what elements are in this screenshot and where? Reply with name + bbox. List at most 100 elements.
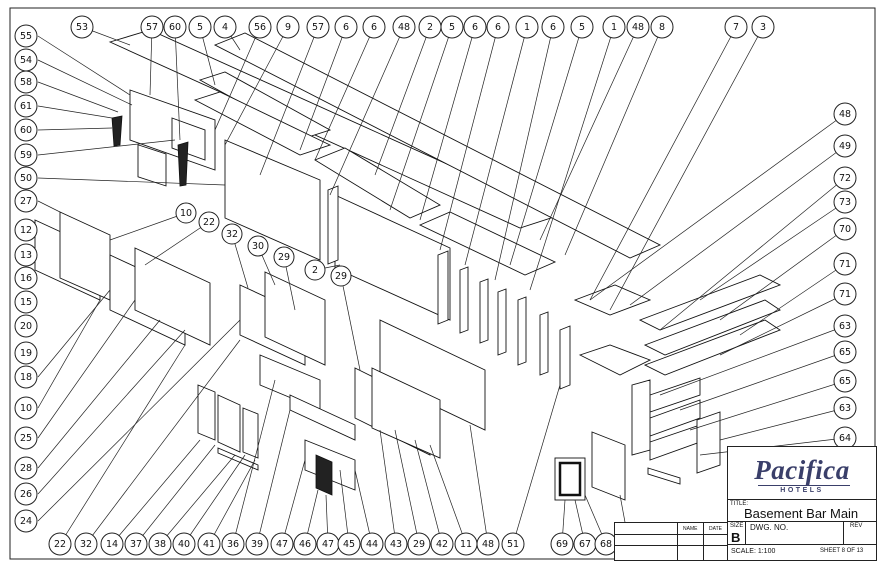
item-balloon-label: 63 xyxy=(839,321,851,332)
item-balloon: 50 xyxy=(14,166,38,190)
rev-name-label: NAME xyxy=(683,526,698,532)
part-back-panel-3 xyxy=(379,319,486,431)
item-balloon-label: 42 xyxy=(436,539,448,550)
item-balloon: 61 xyxy=(14,94,38,118)
item-balloon-label: 22 xyxy=(203,217,215,228)
item-balloon: 53 xyxy=(70,15,94,39)
item-balloon-label: 6 xyxy=(495,22,501,33)
part-shelf-r4 xyxy=(578,344,652,376)
item-balloon-label: 11 xyxy=(460,539,472,550)
item-balloon-label: 27 xyxy=(20,196,32,207)
item-balloon: 65 xyxy=(833,369,857,393)
item-balloon-label: 1 xyxy=(524,22,530,33)
part-plinth xyxy=(217,447,259,471)
title-block: Pacifica HOTELS TITLE: Basement Bar Main… xyxy=(727,446,877,561)
item-balloon: 6 xyxy=(541,15,565,39)
item-balloon-label: 36 xyxy=(227,539,239,550)
part-lattice-7 xyxy=(539,311,549,376)
part-shelf-r3 xyxy=(643,319,781,376)
item-balloon-label: 5 xyxy=(579,22,585,33)
item-balloon: 6 xyxy=(362,15,386,39)
item-balloon-label: 22 xyxy=(54,539,66,550)
item-balloon-label: 2 xyxy=(312,265,318,276)
item-balloon-label: 18 xyxy=(20,372,32,383)
title-label: TITLE: xyxy=(730,501,749,507)
item-balloon: 25 xyxy=(14,426,38,450)
part-grid-panel-2 xyxy=(134,247,211,346)
item-balloon-label: 10 xyxy=(20,403,32,414)
item-balloon: 13 xyxy=(14,243,38,267)
item-balloon: 59 xyxy=(14,143,38,167)
item-balloon-label: 4 xyxy=(222,22,228,33)
item-balloon-label: 71 xyxy=(839,259,851,270)
item-balloon-label: 65 xyxy=(839,347,851,358)
item-balloon-label: 16 xyxy=(20,273,32,284)
item-balloon: 19 xyxy=(14,341,38,365)
item-balloon-label: 7 xyxy=(733,22,739,33)
item-balloon-label: 60 xyxy=(20,125,32,136)
item-balloon-label: 64 xyxy=(839,433,851,444)
item-balloon: 65 xyxy=(833,340,857,364)
part-cubby-back xyxy=(631,379,651,456)
item-balloon: 32 xyxy=(74,532,98,556)
part-back-panel-1 xyxy=(224,139,321,261)
item-balloon-label: 5 xyxy=(449,22,455,33)
dwg-no-label: DWG. NO. xyxy=(750,523,789,532)
item-balloon-label: 44 xyxy=(366,539,378,550)
part-shelf-6 xyxy=(573,284,652,316)
item-balloon: 70 xyxy=(833,217,857,241)
item-balloon-label: 48 xyxy=(398,22,410,33)
item-balloon-label: 72 xyxy=(839,173,851,184)
item-balloon: 22 xyxy=(48,532,72,556)
item-balloon-label: 15 xyxy=(20,297,32,308)
item-balloon: 11 xyxy=(454,532,478,556)
item-balloon-label: 25 xyxy=(20,433,32,444)
item-balloon-label: 26 xyxy=(20,489,32,500)
item-balloon-label: 73 xyxy=(839,197,851,208)
item-balloon: 2 xyxy=(418,15,442,39)
item-balloon-label: 29 xyxy=(278,252,290,263)
item-balloon: 6 xyxy=(334,15,358,39)
size-label: SIZE xyxy=(730,523,744,529)
part-mirror-door xyxy=(217,394,241,453)
item-balloon: 73 xyxy=(833,190,857,214)
rev-label: REV xyxy=(850,523,863,529)
item-balloon-label: 6 xyxy=(371,22,377,33)
part-door-dark xyxy=(315,454,333,496)
item-balloon: 24 xyxy=(14,509,38,533)
item-balloon: 48 xyxy=(392,15,416,39)
item-balloon: 6 xyxy=(463,15,487,39)
item-balloon: 29 xyxy=(407,532,431,556)
item-balloon-label: 70 xyxy=(839,224,851,235)
item-balloon-label: 24 xyxy=(20,516,32,527)
part-end-panel xyxy=(242,407,259,459)
item-balloon: 46 xyxy=(293,532,317,556)
item-balloon: 41 xyxy=(197,532,221,556)
brand-rule xyxy=(758,485,850,486)
part-cubby-side xyxy=(696,411,721,474)
part-left-panel xyxy=(59,211,111,301)
item-balloon-label: 19 xyxy=(20,348,32,359)
brand-logo: Pacifica xyxy=(754,455,850,485)
item-balloon-label: 39 xyxy=(251,539,263,550)
item-balloon: 48 xyxy=(833,102,857,126)
item-balloon-label: 37 xyxy=(130,539,142,550)
item-balloon-label: 9 xyxy=(285,22,291,33)
item-balloon-label: 47 xyxy=(276,539,288,550)
part-louvre-door xyxy=(197,384,216,441)
item-balloon: 71 xyxy=(833,282,857,306)
item-balloon-label: 2 xyxy=(427,22,433,33)
item-balloon: 57 xyxy=(306,15,330,39)
item-balloon-label: 45 xyxy=(343,539,355,550)
sheet-value: SHEET 8 OF 13 xyxy=(820,548,864,554)
item-balloon: 48 xyxy=(476,532,500,556)
part-panel-right xyxy=(591,431,626,501)
revision-table: NAME DATE xyxy=(614,522,728,561)
item-balloon: 22 xyxy=(198,211,220,233)
item-balloon: 56 xyxy=(248,15,272,39)
item-balloon-label: 6 xyxy=(472,22,478,33)
item-balloon-label: 57 xyxy=(146,22,158,33)
sheet-border xyxy=(9,7,876,560)
item-balloon: 54 xyxy=(14,48,38,72)
